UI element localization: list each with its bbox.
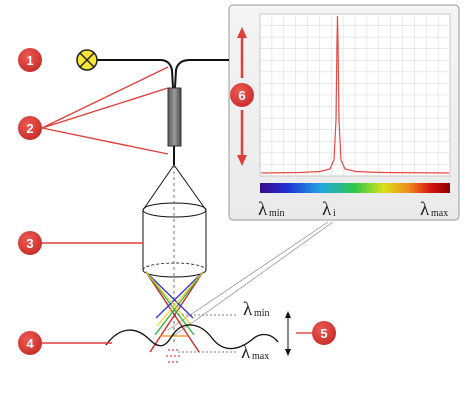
svg-text:4: 4 xyxy=(26,336,34,351)
spectrum-label-i: λ i xyxy=(322,199,336,220)
callout-line-2c xyxy=(41,127,169,155)
depth-label-min: λ min xyxy=(243,299,270,320)
up-arrow-head xyxy=(237,27,247,38)
svg-text:λ: λ xyxy=(420,199,430,220)
spectrum-label-min: λ min xyxy=(258,199,285,220)
badge-6: 6 xyxy=(230,83,254,107)
pointer-line-a xyxy=(174,221,334,336)
intensity-axis-arrows xyxy=(237,27,247,166)
svg-text:i: i xyxy=(333,208,336,219)
spectral-peak-curve xyxy=(260,15,450,174)
svg-text:1: 1 xyxy=(26,53,33,68)
depth-label-max: λ max xyxy=(241,342,269,363)
callout-line-2b xyxy=(41,87,169,129)
svg-text:5: 5 xyxy=(320,326,327,341)
spectrum-label-max: λ max xyxy=(420,199,448,220)
svg-text:max: max xyxy=(431,208,448,219)
callout-line-2a xyxy=(41,66,169,129)
chromatic-rays xyxy=(145,271,204,353)
svg-text:λ: λ xyxy=(243,299,253,320)
measuring-range-arrow xyxy=(285,311,291,356)
pointer-line-b xyxy=(167,221,329,331)
beam-right xyxy=(173,164,207,211)
fiber-right xyxy=(174,59,229,89)
svg-text:λ: λ xyxy=(258,199,268,220)
plot-grid xyxy=(260,14,450,176)
svg-text:max: max xyxy=(252,351,269,362)
light-source-icon xyxy=(76,49,98,71)
svg-text:min: min xyxy=(269,208,285,219)
svg-text:6: 6 xyxy=(238,88,245,103)
objective-lens xyxy=(142,202,207,278)
callout-lines xyxy=(40,66,312,344)
badge-3: 3 xyxy=(18,231,42,255)
badge-5: 5 xyxy=(312,321,336,345)
beam-left xyxy=(142,164,175,211)
svg-text:λ: λ xyxy=(322,199,332,220)
svg-text:λ: λ xyxy=(241,342,251,363)
badge-4: 4 xyxy=(18,331,42,355)
spectrum-color-bar xyxy=(260,183,450,193)
fiber-coupler xyxy=(167,87,182,147)
badge-1: 1 xyxy=(18,48,42,72)
focus-dashes xyxy=(166,349,182,363)
svg-text:2: 2 xyxy=(26,121,33,136)
sample-surface xyxy=(105,324,279,350)
badge-2: 2 xyxy=(18,116,42,140)
down-arrow-head xyxy=(237,155,247,166)
svg-text:3: 3 xyxy=(26,236,33,251)
fiber-left xyxy=(88,59,174,89)
svg-text:min: min xyxy=(254,308,270,319)
